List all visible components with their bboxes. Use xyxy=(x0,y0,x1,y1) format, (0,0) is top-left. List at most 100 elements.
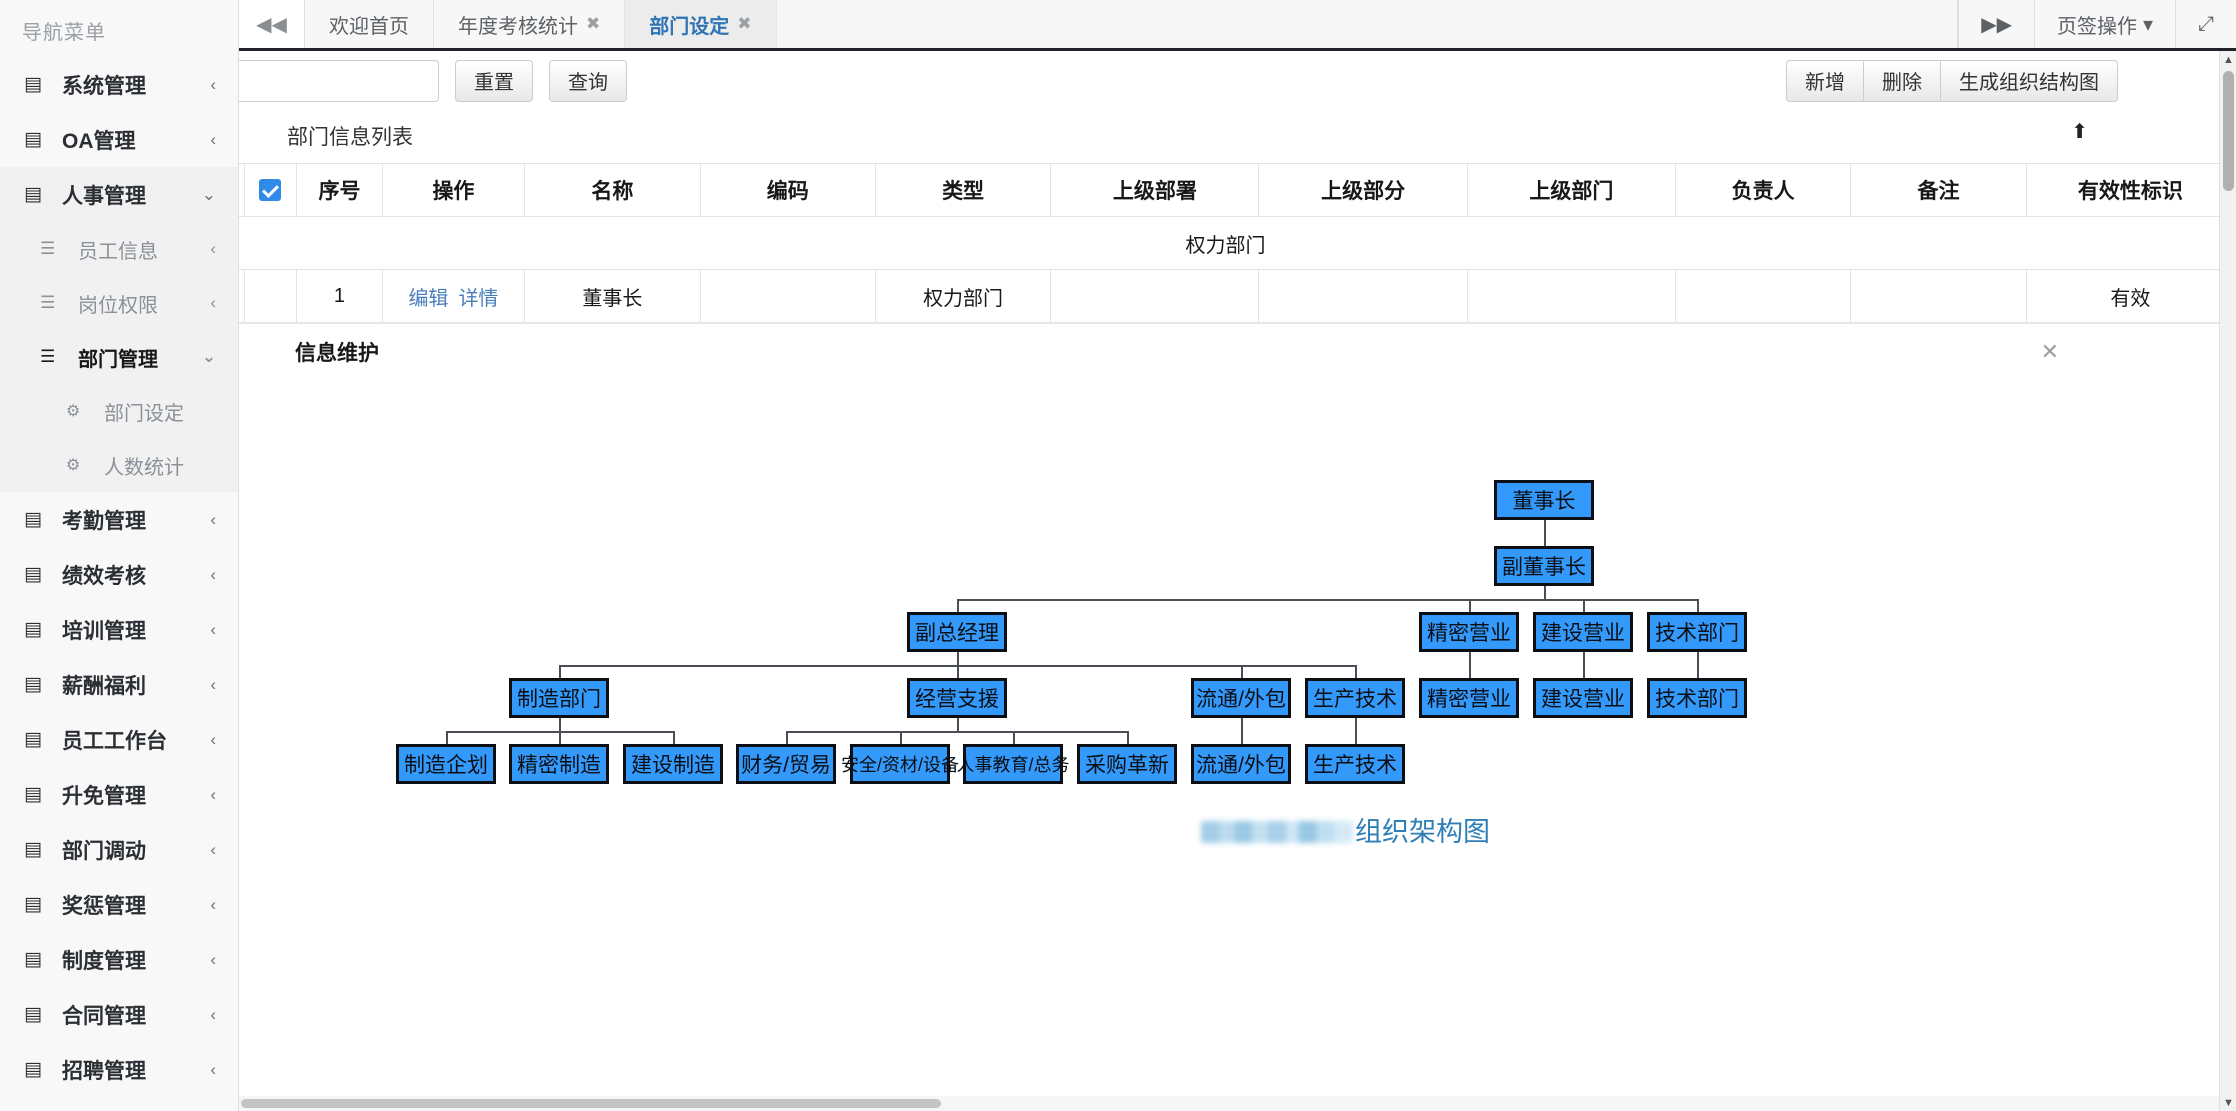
select-all-header[interactable] xyxy=(243,163,298,217)
chevron-left-icon: ‹ xyxy=(210,1059,216,1079)
cell-parent-deployment xyxy=(1050,269,1260,323)
org-chart-connector xyxy=(1241,718,1243,744)
org-chart-node[interactable]: 安全/资材/设备 xyxy=(841,744,959,784)
department-list-title: 部门信息列表 xyxy=(287,126,413,149)
org-chart-node[interactable]: 采购革新 xyxy=(1077,744,1177,784)
book-icon: ▤ xyxy=(24,784,42,805)
edit-link[interactable]: 编辑 xyxy=(408,287,449,310)
org-chart-node[interactable]: 生产技术 xyxy=(1305,678,1405,718)
org-chart-node[interactable]: 副总经理 xyxy=(907,612,1007,652)
org-chart-connector xyxy=(1355,665,1357,678)
tab-welcome-home[interactable]: 欢迎首页 xyxy=(305,0,434,48)
org-chart-connector xyxy=(957,652,959,665)
sidebar-item-department-management[interactable]: ☰ 部门管理 ⌄ xyxy=(0,330,238,384)
org-chart-node[interactable]: 经营支援 xyxy=(907,678,1007,718)
org-chart-node[interactable]: 董事长 xyxy=(1494,480,1594,520)
expand-icon: ⤢ xyxy=(2198,12,2214,35)
grid-action-buttons: 新增 删除 生成组织结构图 xyxy=(1786,59,2118,102)
sidebar-item-tail-4[interactable]: ▤员工工作台‹ xyxy=(0,712,238,767)
horizontal-scrollbar[interactable] xyxy=(239,1096,2219,1111)
sidebar-item-tail-2[interactable]: ▤培训管理‹ xyxy=(0,602,238,657)
org-chart-node[interactable]: 副董事长 xyxy=(1494,546,1594,586)
org-chart-connector xyxy=(1697,599,1699,612)
chevron-left-icon: ‹ xyxy=(210,564,216,584)
org-chart-node[interactable]: 精密营业 xyxy=(1419,612,1519,652)
org-chart-connector xyxy=(957,665,959,678)
org-chart-connector xyxy=(673,731,675,744)
tabs-scroll-left-button[interactable]: ◀◀ xyxy=(239,0,305,48)
sidebar-item-hr-management[interactable]: ▤ 人事管理 ⌄ xyxy=(0,167,238,222)
sidebar-item-post-permission[interactable]: ☰ 岗位权限 ‹ xyxy=(0,276,238,330)
table-row: 1 编辑详情 董事长 权力部门 有效 xyxy=(239,269,2236,323)
book-icon: ▤ xyxy=(24,184,42,205)
cell-type: 权力部门 xyxy=(874,269,1052,323)
scrollbar-thumb[interactable] xyxy=(2223,71,2234,191)
org-chart-node[interactable]: 精密营业 xyxy=(1419,678,1519,718)
chevron-left-icon: ‹ xyxy=(210,293,216,312)
fullscreen-button[interactable]: ⤢ xyxy=(2175,0,2236,48)
vertical-scrollbar[interactable]: ▲ ▼ xyxy=(2219,51,2236,1111)
tab-operations-dropdown[interactable]: 页签操作 ▾ xyxy=(2033,0,2175,48)
delete-button[interactable]: 删除 xyxy=(1863,59,1940,102)
checkbox-all[interactable] xyxy=(259,179,282,202)
sidebar-item-department-setting[interactable]: ⚙ 部门设定 xyxy=(0,384,238,438)
sidebar-item-employee-info[interactable]: ☰ 员工信息 ‹ xyxy=(0,222,238,276)
hscrollbar-thumb[interactable] xyxy=(241,1099,941,1108)
name-input[interactable] xyxy=(239,59,439,102)
org-chart-node[interactable]: 制造企划 xyxy=(396,744,496,784)
scroll-up-icon[interactable]: ▲ xyxy=(2220,51,2236,68)
org-chart-connector xyxy=(1583,599,1585,612)
org-chart-node[interactable]: 技术部门 xyxy=(1647,678,1747,718)
chevron-down-icon: ▾ xyxy=(2142,13,2153,36)
row-checkbox-cell[interactable] xyxy=(243,269,298,323)
col-parent-part: 上级部分 xyxy=(1258,163,1468,217)
org-chart-connector xyxy=(900,731,902,744)
sidebar-item-system-management[interactable]: ▤ 系统管理 ‹ xyxy=(0,57,238,112)
org-chart-node[interactable]: 财务/贸易 xyxy=(736,744,836,784)
sidebar-item-headcount-statistics[interactable]: ⚙ 人数统计 xyxy=(0,438,238,492)
org-chart-connector xyxy=(1469,599,1471,612)
gears-icon: ⚙ xyxy=(66,457,81,474)
org-chart-node[interactable]: 生产技术 xyxy=(1305,744,1405,784)
tabs-scroll-right-button[interactable]: ▶▶ xyxy=(1958,0,2034,48)
sidebar-item-tail-0[interactable]: ▤考勤管理‹ xyxy=(0,492,238,547)
org-chart-node[interactable]: 制造部门 xyxy=(509,678,609,718)
chevron-left-icon: ‹ xyxy=(210,1004,216,1024)
sidebar-item-tail-1[interactable]: ▤绩效考核‹ xyxy=(0,547,238,602)
reset-button[interactable]: 重置 xyxy=(455,59,533,102)
org-chart-node[interactable]: 流通/外包 xyxy=(1191,678,1291,718)
org-chart-connector xyxy=(446,731,448,744)
redacted-company-name xyxy=(1201,821,1353,843)
sidebar-submenu-hr: ☰ 员工信息 ‹ ☰ 岗位权限 ‹ ☰ 部门管理 ⌄ ⚙ 部门设定 ⚙ xyxy=(0,222,238,492)
sidebar-item-tail-3[interactable]: ▤薪酬福利‹ xyxy=(0,657,238,712)
org-chart-node[interactable]: 人事教育/总务 xyxy=(957,744,1070,784)
sidebar-item-tail-10[interactable]: ▤招聘管理‹ xyxy=(0,1042,238,1097)
scroll-down-icon[interactable]: ▼ xyxy=(2220,1094,2236,1111)
tab-department-setting[interactable]: 部门设定 ✖ xyxy=(625,0,777,48)
close-icon[interactable]: ✖ xyxy=(586,14,601,33)
sidebar-item-tail-8[interactable]: ▤制度管理‹ xyxy=(0,932,238,987)
generate-org-chart-button[interactable]: 生成组织结构图 xyxy=(1940,59,2118,102)
refresh-icon[interactable]: ⬆ xyxy=(2071,121,2088,143)
org-chart-node[interactable]: 建设营业 xyxy=(1533,678,1633,718)
query-button[interactable]: 查询 xyxy=(549,59,627,102)
org-chart-node[interactable]: 精密制造 xyxy=(509,744,609,784)
org-chart-title: 组织架构图 xyxy=(1201,810,1490,849)
org-chart-node[interactable]: 建设营业 xyxy=(1533,612,1633,652)
col-remark: 备注 xyxy=(1850,163,2027,217)
close-icon[interactable]: ✕ xyxy=(2040,339,2059,364)
detail-link[interactable]: 详情 xyxy=(458,287,499,310)
add-button[interactable]: 新增 xyxy=(1786,59,1863,102)
maintenance-panel: 信息维护 ✕ 组织架构图 董事长副董事长副总经理精密营业建设营业技术部门制造部门… xyxy=(239,323,2235,940)
tab-annual-assessment-stats[interactable]: 年度考核统计 ✖ xyxy=(434,0,626,48)
close-icon[interactable]: ✖ xyxy=(737,14,752,33)
sidebar-item-tail-9[interactable]: ▤合同管理‹ xyxy=(0,987,238,1042)
sidebar-item-tail-5[interactable]: ▤升免管理‹ xyxy=(0,767,238,822)
org-chart-node[interactable]: 技术部门 xyxy=(1647,612,1747,652)
sidebar-item-tail-7[interactable]: ▤奖惩管理‹ xyxy=(0,877,238,932)
sidebar-item-oa-management[interactable]: ▤ OA管理 ‹ xyxy=(0,112,238,167)
org-chart-node[interactable]: 流通/外包 xyxy=(1191,744,1291,784)
sidebar-item-tail-6[interactable]: ▤部门调动‹ xyxy=(0,822,238,877)
org-chart-title-text: 组织架构图 xyxy=(1355,817,1490,847)
org-chart-node[interactable]: 建设制造 xyxy=(623,744,723,784)
